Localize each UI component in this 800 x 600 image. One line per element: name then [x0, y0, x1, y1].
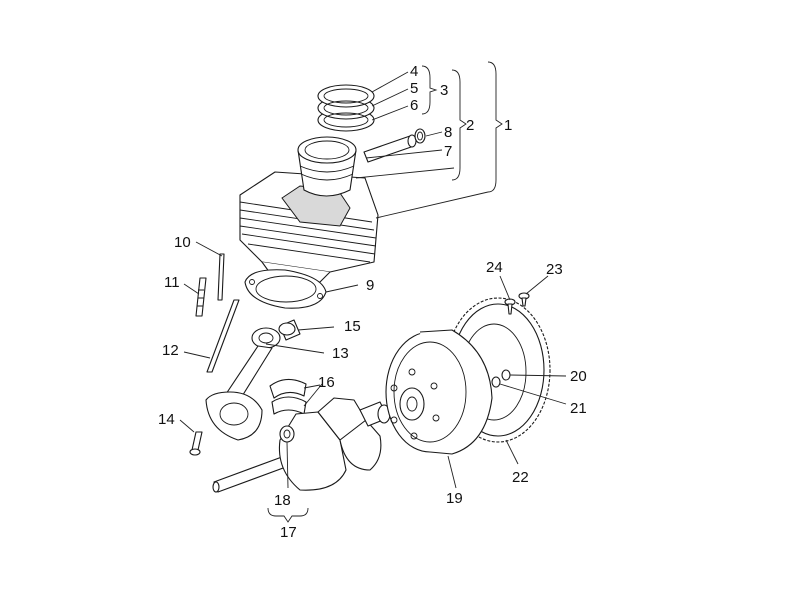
callout-18: 18 — [274, 492, 291, 509]
callout-12: 12 — [162, 342, 179, 359]
cylinder — [239, 171, 379, 283]
callout-10: 10 — [174, 234, 191, 251]
connecting-rod — [205, 327, 281, 441]
callout-16: 16 — [318, 374, 335, 391]
callout-8: 8 — [444, 124, 452, 141]
callout-labels: 4 5 6 3 2 1 8 7 10 11 9 15 12 13 16 14 1… — [158, 63, 587, 541]
piston-pin — [363, 134, 417, 163]
callout-3: 3 — [440, 82, 448, 99]
callout-9: 9 — [366, 277, 374, 294]
screw-20 — [501, 369, 511, 381]
callout-19: 19 — [446, 490, 463, 507]
bearing-shells — [269, 378, 307, 415]
piston-rings — [317, 84, 375, 132]
piston — [297, 136, 357, 197]
callout-11: 11 — [164, 274, 180, 291]
callout-17: 17 — [280, 524, 297, 541]
callout-20: 20 — [570, 368, 587, 385]
screw-23 — [518, 292, 530, 307]
callout-24: 24 — [486, 259, 503, 276]
circlip — [414, 128, 426, 144]
screw-21 — [491, 376, 501, 388]
callout-4: 4 — [410, 63, 418, 80]
flywheel — [385, 329, 493, 455]
callout-6: 6 — [410, 97, 418, 114]
crank-washer — [279, 425, 295, 443]
callout-1: 1 — [504, 117, 512, 134]
leader-lines — [179, 61, 567, 523]
small-end-bush — [278, 319, 301, 341]
callout-2: 2 — [466, 117, 474, 134]
callout-7: 7 — [444, 143, 452, 160]
callout-23: 23 — [546, 261, 563, 278]
callout-14: 14 — [158, 411, 175, 428]
callout-21: 21 — [570, 400, 587, 417]
conrod-bolt — [189, 431, 203, 456]
stud-11 — [195, 277, 207, 317]
crankshaft — [212, 397, 391, 493]
callout-5: 5 — [410, 80, 418, 97]
stud-10 — [217, 253, 225, 301]
callout-22: 22 — [512, 469, 529, 486]
callout-13: 13 — [332, 345, 349, 362]
stud-12 — [206, 299, 240, 373]
callout-15: 15 — [344, 318, 361, 335]
